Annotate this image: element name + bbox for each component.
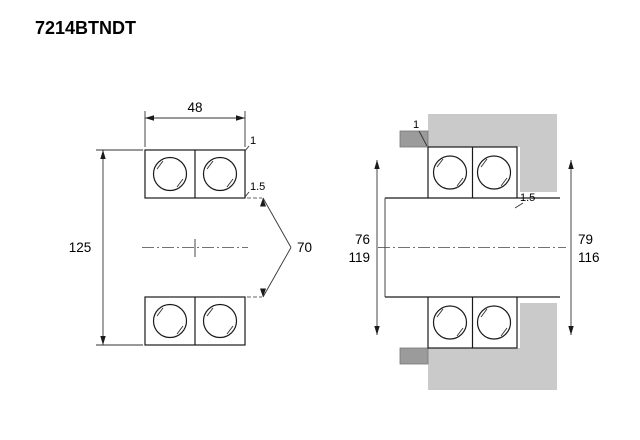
ball	[432, 155, 468, 190]
cage-mark	[436, 158, 444, 168]
housing-shoulder-top	[399, 130, 429, 148]
ball	[476, 305, 512, 340]
mounting-view: 76 119 79 116 1 1.5	[348, 114, 600, 390]
arrowhead	[374, 160, 380, 169]
cage-mark	[206, 160, 214, 170]
ball	[202, 303, 238, 339]
cage-mark	[456, 327, 464, 337]
cage-mark	[480, 158, 488, 168]
dim-bore: 70	[247, 197, 312, 298]
cage-mark	[226, 325, 234, 335]
cage-mark	[156, 160, 164, 170]
dim-abutment-right: 79 116	[568, 160, 600, 335]
chamfer-inner-mounting-label: 1.5	[520, 192, 535, 204]
ball	[476, 155, 512, 190]
cage-mark	[480, 308, 488, 318]
cage-mark	[176, 325, 184, 335]
dim-abutment-left: 76 119	[348, 160, 380, 335]
cage-mark	[206, 307, 214, 317]
cage-mark	[500, 177, 508, 187]
cross-section-view: 48 125	[69, 100, 312, 346]
dim-width-label: 48	[187, 100, 202, 115]
housing-bottom	[428, 348, 557, 390]
bearing-internals	[432, 147, 512, 348]
ball	[432, 305, 468, 340]
chamfer-inner-label: 1.5	[250, 181, 265, 193]
cage-mark	[156, 307, 164, 317]
dim-width: 48	[144, 100, 246, 147]
dim-shaft-abutment-left-label: 76	[355, 232, 370, 247]
dim-od-label: 125	[69, 240, 92, 255]
dim-housing-abutment-left-label: 119	[348, 250, 370, 265]
housing-shoulder-bottom	[399, 347, 429, 365]
arrowhead	[100, 336, 106, 345]
cage-mark	[436, 308, 444, 318]
housing-right-wall-upper	[520, 114, 557, 192]
dim-outer-diameter: 125	[69, 149, 143, 346]
chamfer-inner: 1.5	[244, 181, 265, 198]
arrowhead	[374, 326, 380, 335]
cage-mark	[500, 327, 508, 337]
arrowhead	[236, 115, 245, 121]
cage-mark	[456, 177, 464, 187]
dim-housing-abutment-right-label: 116	[578, 250, 600, 265]
ball	[152, 156, 188, 192]
page-title: 7214BTNDT	[35, 18, 136, 38]
cage-mark	[176, 178, 184, 188]
arrowhead	[100, 150, 106, 159]
arrowhead	[260, 198, 266, 207]
arrowhead	[260, 288, 266, 297]
arrowhead	[568, 160, 574, 169]
arrowhead	[145, 115, 154, 121]
chamfer-inner-mounting: 1.5	[514, 192, 535, 209]
fillet-radius: 1	[413, 119, 428, 147]
chamfer-outer: 1	[244, 135, 256, 152]
chamfer-outer-label: 1	[250, 135, 256, 147]
ball	[202, 156, 238, 192]
cage-mark	[226, 178, 234, 188]
dim-shaft-abutment-right-label: 79	[578, 232, 593, 247]
dim-bore-label: 70	[297, 240, 312, 255]
arrowhead	[568, 326, 574, 335]
ball	[152, 303, 188, 339]
fillet-radius-label: 1	[413, 119, 419, 131]
bearing-section-bottom	[144, 296, 246, 346]
bearing-section-top	[144, 149, 246, 199]
